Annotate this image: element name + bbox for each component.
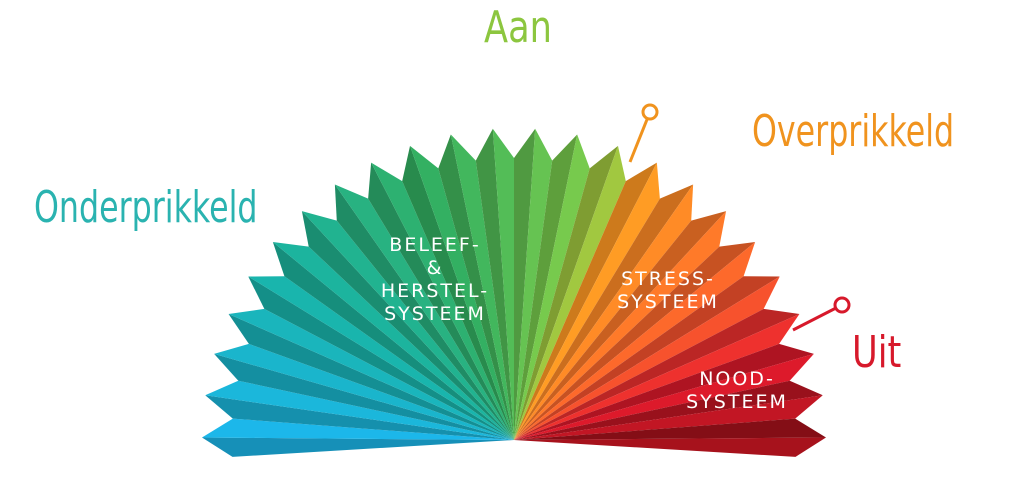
fan-pleat-17-left (514, 184, 694, 440)
fan-pleat-19-right (514, 242, 756, 440)
fan-pleat-11-right (450, 134, 514, 440)
fan-pleat-12-left (475, 128, 514, 440)
zone-label-overprikkeld: Overprikkeld (752, 106, 955, 157)
fan-pleat-15-right (514, 145, 626, 440)
fan-pleat-1-right (202, 418, 514, 440)
zone-label-uit: Uit (852, 327, 902, 378)
fan-pleat-5-right (248, 276, 515, 440)
fan-pleat-8-right (334, 184, 514, 440)
fan-pleat-3-right (214, 343, 514, 440)
overprikkeld-pointer-line (628, 116, 650, 163)
uit-pointer-line (792, 306, 837, 332)
fan-pleat-22-right (514, 353, 814, 440)
fan-pleat-23-right (514, 395, 823, 440)
fan-pleat-21-left (514, 308, 800, 440)
fan-pleat-16-left (514, 162, 657, 440)
fan-pleat-13-left (514, 128, 536, 440)
fan-pleat-7-right (301, 211, 514, 440)
zone-label-onderprikkeld: Onderprikkeld (34, 182, 258, 233)
fan-pleat-13-right (514, 128, 553, 440)
fan-pleats (202, 128, 826, 457)
fan-pleat-4-left (228, 314, 514, 440)
fan-pleat-23-left (514, 380, 823, 440)
fan-pleat-2-right (205, 380, 514, 440)
fan-pleat-14-left (514, 134, 578, 440)
fan-pleat-11-left (438, 134, 514, 440)
system-label-stress: STRESS- SYSTEEM (617, 268, 719, 313)
fan-pleat-24-left (514, 418, 826, 440)
fan-pleat-16-right (514, 162, 660, 440)
fan-pleat-22-left (514, 343, 814, 440)
fan-pleat-18-right (514, 211, 727, 440)
fan-pleat-9-right (371, 162, 514, 440)
zone-label-aan: Aan (484, 2, 552, 53)
system-label-beleef-herstel: BELEEF- & HERSTEL- SYSTEEM (380, 234, 490, 325)
fan-pleat-24-right (514, 437, 826, 457)
fan-pleat-9-left (368, 162, 514, 440)
fan-pleat-14-right (514, 134, 590, 440)
overprikkeld-pointer-icon (641, 103, 659, 121)
fan-pleat-6-right (272, 242, 514, 440)
fan-pleat-21-right (514, 314, 800, 440)
uit-pointer-icon (833, 296, 851, 314)
fan-pleat-12-right (492, 128, 514, 440)
fan-pleat-20-right (514, 276, 780, 440)
fan-pleat-10-left (402, 145, 514, 440)
fan-pleat-4-right (228, 308, 514, 440)
fan-pleat-18-left (514, 211, 727, 440)
fan-pleat-1-left (202, 437, 514, 457)
fan-pleat-20-left (514, 276, 780, 440)
system-label-nood: NOOD- SYSTEEM (686, 368, 788, 413)
fan-pleat-17-right (514, 184, 694, 440)
fan-pleat-15-left (514, 145, 618, 440)
fan-pleat-10-right (410, 145, 514, 440)
